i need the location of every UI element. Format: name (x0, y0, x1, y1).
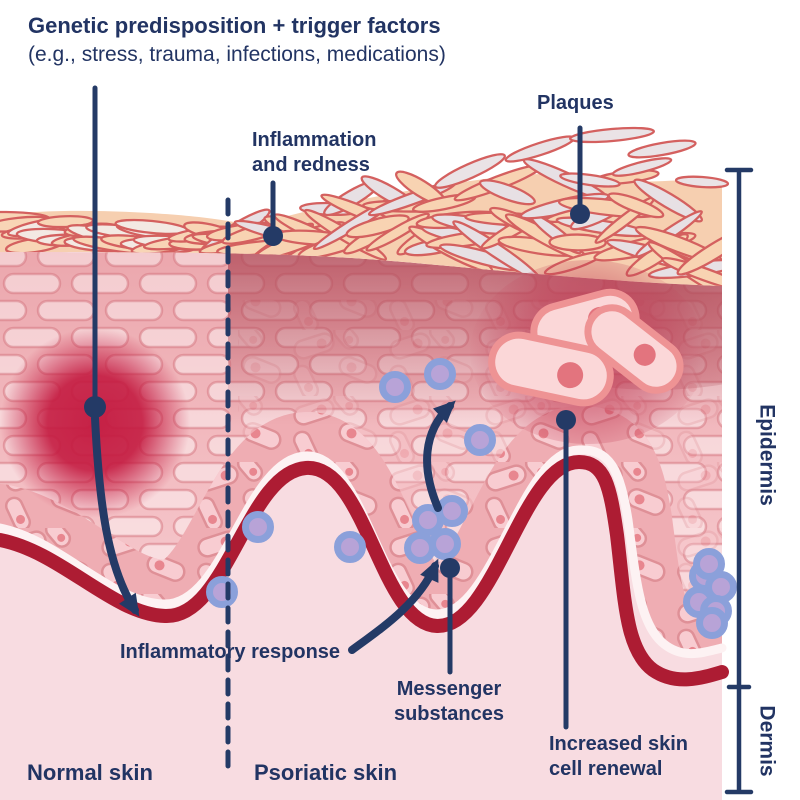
inflammatory-response-arrow (91, 414, 140, 617)
messenger-substance-dot (334, 531, 366, 563)
messenger-up-arrow-small (348, 558, 439, 654)
skin-flake (676, 226, 722, 276)
plaques-leader-dot (570, 204, 590, 224)
skin-flake (627, 139, 697, 159)
inflammation-redness-label: Inflammation and redness (252, 128, 376, 179)
epidermis-label: Epidermis (755, 404, 779, 506)
increased-renewal-cells (470, 260, 706, 444)
messenger-substances-label: Messenger substances (394, 677, 504, 728)
messenger-substance-dot (242, 511, 274, 543)
skin-flake (478, 179, 536, 206)
skin-flake (504, 135, 576, 163)
basement-white-gap (0, 445, 727, 659)
skin-flake (611, 157, 673, 177)
inflammation-leader-dot (263, 226, 283, 246)
skin-flake (569, 126, 655, 144)
layer-bracket (724, 167, 754, 795)
dermis-label: Dermis (755, 705, 779, 777)
messenger-line2: substances (393, 703, 505, 726)
basement-membrane (0, 455, 729, 687)
plaque-flakes (198, 158, 722, 286)
normal-skin-label: Normal skin (27, 760, 153, 785)
messenger-substance-dot (206, 576, 238, 608)
messenger-up-arrow-large (423, 400, 456, 512)
skin-flake (548, 233, 607, 252)
messenger-substance-dot (436, 495, 468, 527)
renewal-line1: Increased skin (549, 733, 688, 755)
messenger-substance-dot (424, 358, 456, 390)
skin-flake (559, 172, 621, 188)
skin-flake (607, 192, 665, 219)
renewal-line2: cell renewal (549, 758, 663, 781)
messenger-leader-dot (440, 558, 460, 578)
increased-renewal-label: Increased skin cell renewal (549, 732, 688, 783)
inflammatory-response-label: Inflammatory response (119, 641, 341, 663)
messenger-line1: Messenger (396, 678, 502, 700)
messenger-substance-dot (379, 371, 411, 403)
genetic-trigger-title: Genetic predisposition + trigger factors (28, 13, 441, 38)
annotation-dots (84, 204, 590, 578)
psoriatic-skin-label: Psoriatic skin (254, 760, 398, 785)
genetic-trigger-subtitle: (e.g., stress, trauma, infections, medic… (28, 43, 446, 66)
inflammation-line2: and redness (252, 154, 370, 177)
plaques-label: Plaques (537, 92, 614, 114)
renewal-leader-dot (556, 410, 576, 430)
annotation-lines (91, 85, 754, 795)
skin-flake (365, 212, 430, 252)
skin-flake (434, 153, 506, 189)
messenger-substance-dot (696, 607, 728, 639)
messenger-substance-dot (464, 424, 496, 456)
genetic-leader-dot (84, 396, 106, 418)
messenger-substance-dot (404, 532, 436, 564)
skin-flake (674, 175, 730, 189)
messenger-substance-dots (206, 358, 737, 639)
skin-flake (345, 214, 410, 239)
skin-flake (633, 178, 703, 223)
messenger-substance-dot (429, 528, 461, 560)
inflammation-line1: Inflammation (252, 129, 377, 151)
messenger-substance-dot (693, 548, 725, 580)
detaching-plaque-flakes (434, 126, 730, 189)
